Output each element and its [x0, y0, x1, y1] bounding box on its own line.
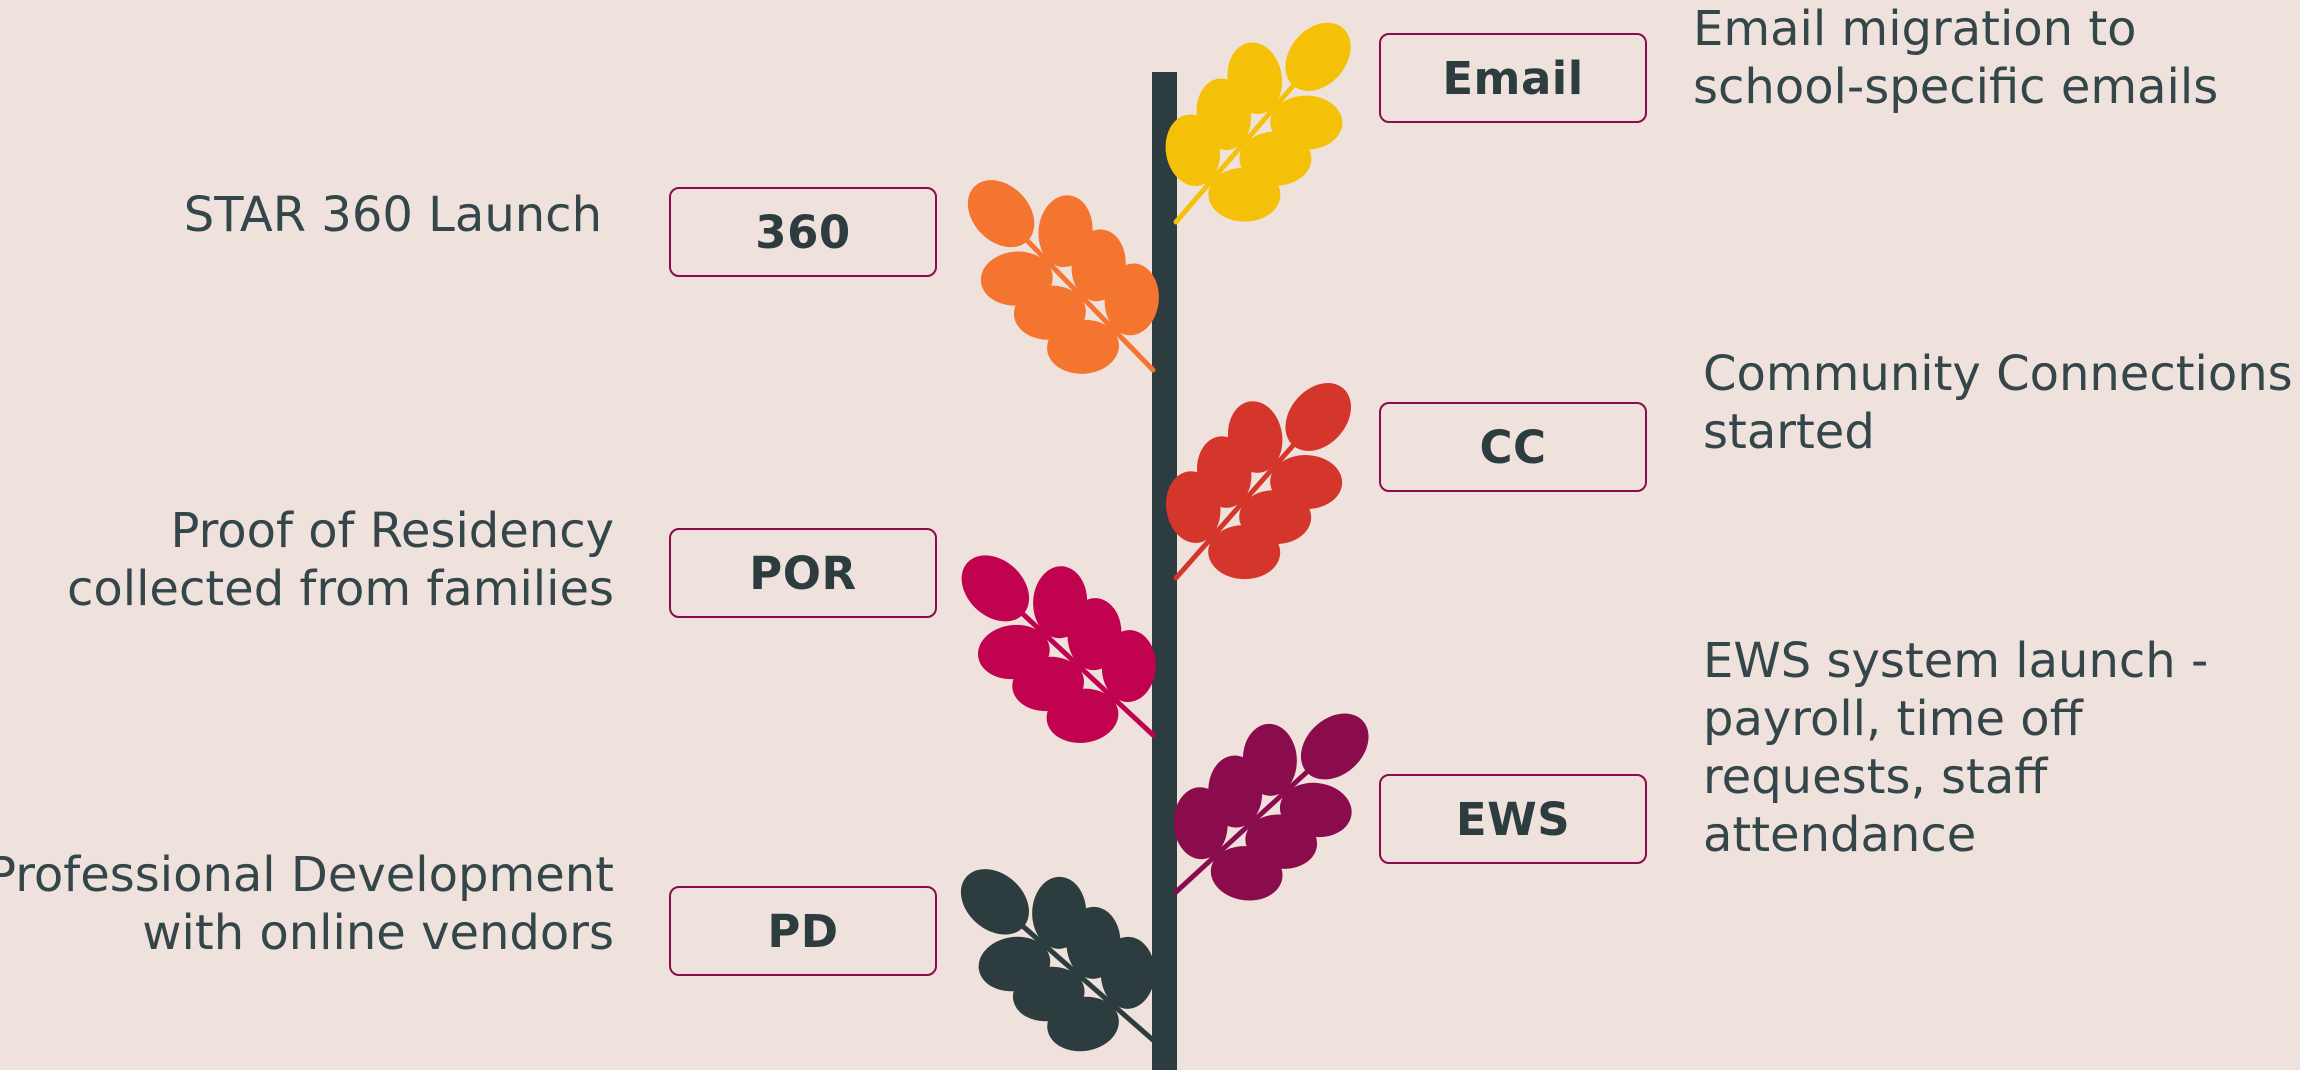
- label-line: collected from families: [66, 561, 614, 617]
- label-line: EWS system launch -: [1703, 633, 2209, 689]
- leaf-icon: [1285, 22, 1351, 91]
- label-cc: Community Connections started: [1703, 345, 2293, 461]
- branch-red-icon: [1166, 383, 1352, 581]
- label-line: Professional Development: [0, 847, 614, 903]
- timeline-stem: [1152, 72, 1177, 1070]
- label-line: attendance: [1703, 807, 1977, 863]
- code-box-pd: PD: [669, 886, 937, 976]
- code-box-360: 360: [669, 187, 937, 277]
- branch-stem: [1007, 599, 1156, 738]
- leaf-icon: [960, 869, 1029, 935]
- label-por: Proof of Residency collected from famili…: [67, 502, 614, 618]
- label-email: Email migration to school-specific email…: [1693, 0, 2218, 116]
- label-line: requests, staff: [1703, 749, 2048, 805]
- label-line: Community Connections: [1703, 346, 2293, 402]
- branch-stem: [1007, 912, 1156, 1043]
- label-line: started: [1703, 404, 1875, 460]
- label-pd: Professional Development with online ven…: [0, 846, 614, 962]
- label-line: with online vendors: [142, 905, 614, 961]
- branch-stem: [1173, 69, 1308, 225]
- branch-orange-icon: [967, 180, 1159, 374]
- label-line: school-specific emails: [1693, 59, 2219, 115]
- leaf-icon: [980, 251, 1053, 306]
- leaf-icon: [1032, 876, 1087, 949]
- code-box-por: POR: [669, 528, 937, 618]
- leaf-icon: [1227, 42, 1283, 115]
- label-line: payroll, time off: [1703, 691, 2083, 747]
- branch-magenta-icon: [961, 555, 1156, 744]
- label-line: Email migration to: [1693, 1, 2137, 57]
- label-360: STAR 360 Launch: [184, 186, 602, 244]
- leaf-icon: [1270, 95, 1343, 150]
- label-line: Proof of Residency: [170, 503, 614, 559]
- leaf-icon: [1033, 566, 1088, 639]
- leaf-icon: [1242, 723, 1297, 796]
- code-box-cc: CC: [1379, 402, 1647, 492]
- leaf-icon: [1279, 782, 1352, 838]
- leaf-icon: [978, 936, 1051, 992]
- label-line: STAR 360 Launch: [183, 187, 602, 243]
- leaf-icon: [1285, 383, 1352, 451]
- label-ews: EWS system launch - payroll, time off re…: [1703, 632, 2208, 864]
- leaf-icon: [1270, 455, 1343, 510]
- code-box-ews: EWS: [1379, 774, 1647, 864]
- leaf-icon: [967, 180, 1035, 248]
- leaf-icon: [961, 555, 1030, 622]
- leaf-icon: [1300, 713, 1369, 780]
- branch-yellow-icon: [1165, 22, 1351, 225]
- branch-stem: [1173, 429, 1308, 581]
- leaf-icon: [977, 624, 1050, 680]
- branch-stem: [1173, 757, 1323, 895]
- leaf-icon: [1227, 401, 1283, 473]
- leaf-icon: [1038, 195, 1093, 268]
- branch-stem: [1012, 225, 1156, 373]
- branch-dark-icon: [960, 869, 1156, 1052]
- branch-plum-icon: [1173, 713, 1369, 901]
- code-box-email: Email: [1379, 33, 1647, 123]
